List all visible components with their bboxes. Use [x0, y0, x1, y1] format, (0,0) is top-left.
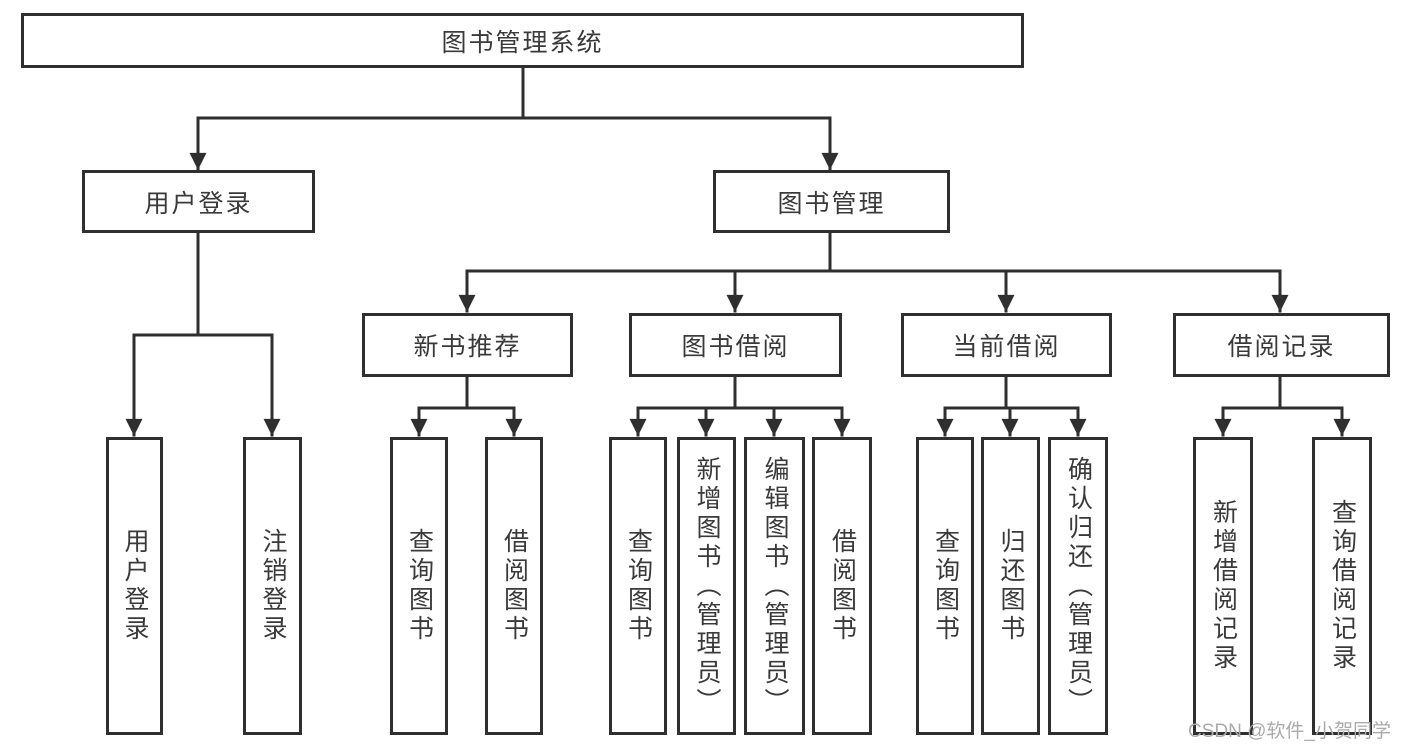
- leaf-query-books: 查询图书: [390, 437, 448, 735]
- leaf-label: 查询图书: [931, 528, 960, 644]
- leaf-label: 注销登录: [259, 528, 287, 644]
- node-user-login: 用户登录: [82, 170, 315, 233]
- node-library-system: 图书管理系统: [21, 13, 1024, 68]
- leaf-borrow-books: 借阅图书: [812, 437, 872, 735]
- leaf-label: 借阅图书: [500, 528, 529, 644]
- leaf-label: 查询图书: [405, 528, 434, 644]
- node-book-management: 图书管理: [713, 170, 950, 233]
- leaf-confirm-return-admin: 确认归还（管理员）: [1048, 437, 1108, 735]
- leaf-label: 新增借阅记录: [1209, 499, 1238, 673]
- node-borrowing-records: 借阅记录: [1173, 313, 1390, 377]
- node-current-borrowing: 当前借阅: [901, 313, 1112, 377]
- leaf-logout: 注销登录: [243, 437, 302, 735]
- leaf-label: 编辑图书（管理员）: [761, 455, 789, 717]
- leaf-borrow-books: 借阅图书: [485, 437, 543, 735]
- leaf-label: 查询图书: [624, 528, 653, 644]
- leaf-query-books: 查询图书: [916, 437, 974, 735]
- leaf-add-books-admin: 新增图书（管理员）: [677, 437, 736, 735]
- leaf-query-books: 查询图书: [609, 437, 667, 735]
- node-new-book-recommend: 新书推荐: [362, 313, 573, 377]
- leaf-label: 借阅图书: [828, 528, 857, 644]
- node-book-borrowing: 图书借阅: [629, 313, 842, 377]
- leaf-label: 用户登录: [121, 528, 149, 644]
- leaf-label: 查询借阅记录: [1328, 499, 1357, 673]
- leaf-add-borrow-record: 新增借阅记录: [1193, 437, 1253, 735]
- leaf-label: 归还图书: [997, 528, 1025, 644]
- leaf-edit-books-admin: 编辑图书（管理员）: [744, 437, 805, 735]
- leaf-user-login: 用户登录: [106, 437, 163, 735]
- leaf-label: 确认归还（管理员）: [1064, 455, 1093, 717]
- leaf-query-borrow-record: 查询借阅记录: [1312, 437, 1372, 735]
- leaf-label: 新增图书（管理员）: [693, 455, 721, 717]
- watermark: CSDN @软件_小贺同学: [1188, 721, 1391, 742]
- leaf-return-books: 归还图书: [981, 437, 1040, 735]
